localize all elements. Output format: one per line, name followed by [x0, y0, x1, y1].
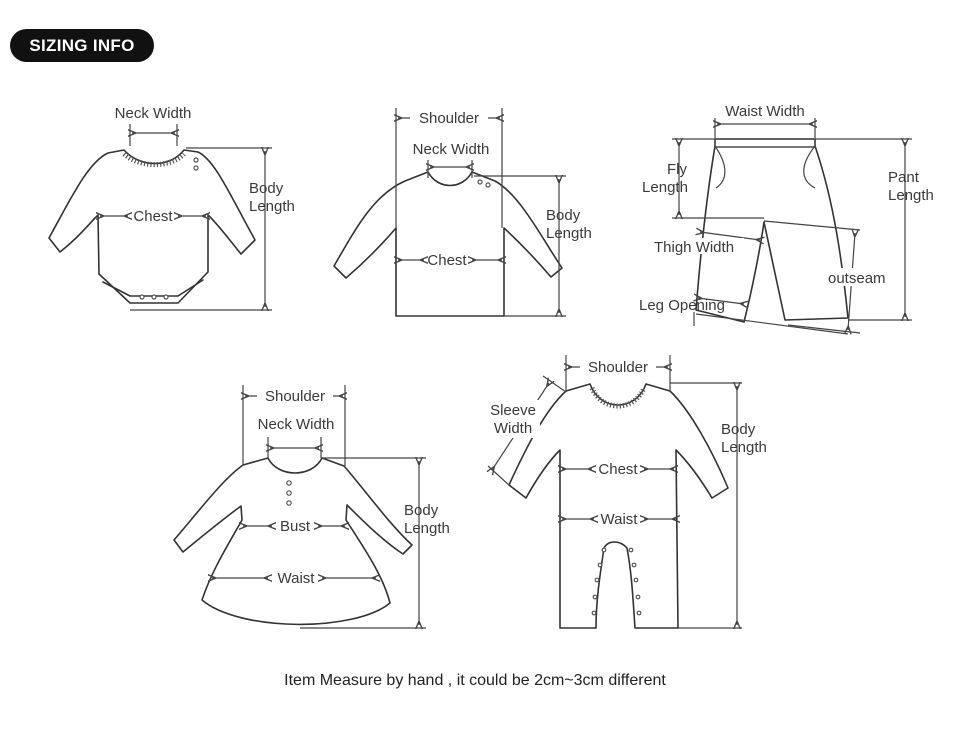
shoulder-label: Shoulder	[419, 110, 479, 127]
romper-snap	[592, 594, 598, 600]
dress-figure	[173, 457, 413, 626]
sleeve-width-label: Sleeve	[490, 402, 536, 419]
pant-length-label: Length	[888, 187, 934, 204]
waist-label: Waist	[601, 511, 639, 528]
pant-length-label: Pant	[888, 169, 920, 186]
bodysuit-outline	[48, 149, 256, 304]
bodysuit-figure	[48, 149, 256, 304]
bodysuit-snap	[163, 294, 169, 300]
body-length-label: Length	[404, 520, 450, 537]
romper-snap	[636, 610, 642, 616]
waist-width-label: Waist Width	[725, 103, 804, 120]
romper-snap	[601, 547, 607, 553]
bodysuit-snap	[193, 157, 199, 163]
dress-button	[286, 490, 292, 496]
pants-measures: Waist Width Fly Length Pant Length Thigh…	[639, 103, 934, 335]
bodysuit-collar	[122, 152, 186, 167]
romper-snap	[594, 577, 600, 583]
fly-length-label: Fly	[667, 161, 687, 178]
body-length-label: Body	[249, 180, 284, 197]
romper-snap	[597, 562, 603, 568]
bodysuit-measures: Neck Width Chest Body Length	[100, 105, 295, 310]
romper-figure	[508, 383, 729, 629]
bodysuit-snap	[151, 294, 157, 300]
chest-label: Chest	[427, 252, 467, 269]
bust-label: Bust	[280, 518, 311, 535]
body-length-label: Body	[546, 207, 581, 224]
leg-opening-label: Leg Opening	[639, 297, 725, 314]
leg-opening-arrow	[698, 298, 744, 304]
pants-pocket	[803, 145, 816, 189]
shoulder-label: Shoulder	[265, 388, 325, 405]
fly-length-label: Length	[642, 179, 688, 196]
pants-outline	[695, 138, 849, 323]
shirt-button	[477, 179, 483, 185]
body-length-label: Body	[404, 502, 439, 519]
bodysuit-snap	[193, 165, 199, 171]
neck-width-label: Neck Width	[258, 416, 335, 433]
dress-button	[286, 500, 292, 506]
shirt-button	[485, 182, 491, 188]
romper-snap	[591, 610, 597, 616]
outseam-label: outseam	[828, 270, 886, 287]
body-length-label: Length	[546, 225, 592, 242]
romper-snap	[633, 577, 639, 583]
dress-measures: Shoulder Neck Width Bust Waist Body Leng…	[212, 385, 450, 628]
pants-figure	[695, 138, 849, 323]
waist-label: Waist	[278, 570, 316, 587]
romper-snap	[631, 562, 637, 568]
chest-label: Chest	[598, 461, 638, 478]
thigh-width-label: Thigh Width	[654, 239, 734, 256]
romper-collar	[589, 386, 647, 409]
bodysuit-snap	[139, 294, 145, 300]
measure-note: Item Measure by hand , it could be 2cm~3…	[284, 672, 666, 689]
body-length-label: Body	[721, 421, 756, 438]
thigh-width-arrow	[700, 232, 760, 240]
chest-label: Chest	[133, 208, 173, 225]
sizing-info-badge: SIZING INFO	[10, 29, 154, 62]
shirt-figure	[333, 171, 563, 317]
romper-measures: Shoulder Sleeve Width Chest Waist Body L…	[486, 355, 767, 628]
neck-width-label: Neck Width	[413, 141, 490, 158]
romper-snap	[635, 594, 641, 600]
shirt-outline	[333, 171, 563, 317]
shoulder-label: Shoulder	[588, 359, 648, 376]
body-length-label: Length	[721, 439, 767, 456]
pants-waistband	[714, 138, 816, 148]
romper-outline	[508, 383, 729, 629]
romper-snap	[628, 547, 634, 553]
dress-button	[286, 480, 292, 486]
body-length-label: Length	[249, 198, 295, 215]
neck-width-label: Neck Width	[115, 105, 192, 122]
shirt-measures: Shoulder Neck Width Chest Body Length	[396, 108, 592, 316]
pants-pocket	[714, 145, 726, 189]
dress-outline	[173, 457, 413, 626]
sleeve-width-label: Width	[494, 420, 532, 437]
